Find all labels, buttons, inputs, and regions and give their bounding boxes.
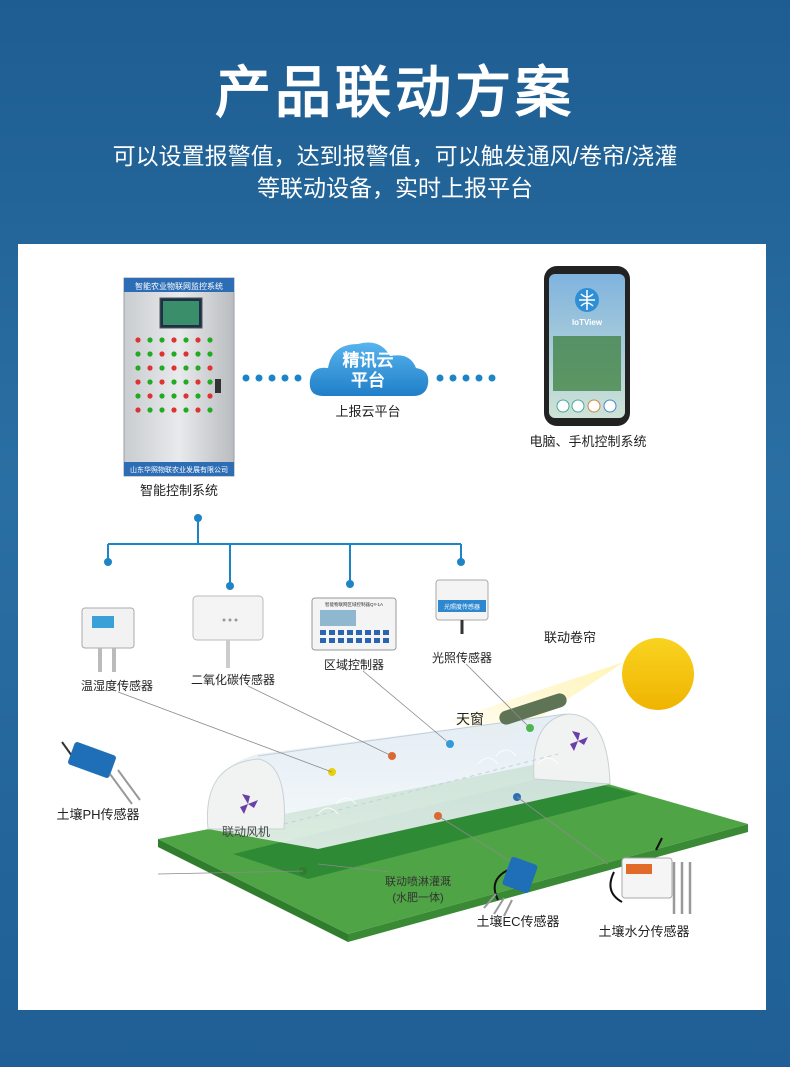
skylight-label: 天窗 [456,711,484,727]
subtitle-line-1: 可以设置报警值，达到报警值，可以触发通风/卷帘/浇灌 [112,143,678,169]
cloud-platform: 精讯云 平台 [309,342,429,396]
greenhouse-tunnel [206,713,611,849]
sprinkler-label-line-1: 联动喷淋灌溉 [385,875,451,888]
light-sensor-device-label: 光照度传感器 [444,603,480,611]
phone-caption: 电脑、手机控制系统 [529,434,646,449]
linkage-diagram: 智能农业物联网监控系统 山东华照物联农业发展有限公司 智能控制系统 精讯云 平台… [56,266,748,942]
control-cabinet: 智能农业物联网监控系统 山东华照物联农业发展有限公司 [123,277,235,477]
soil-moisture-label: 土壤水分传感器 [598,924,689,939]
soil-ph-sensor [61,741,141,805]
soil-ph-label: 土壤PH传感器 [56,807,139,822]
cabinet-bottom-text: 山东华照物联农业发展有限公司 [130,465,228,474]
bus-nodes [104,514,465,590]
smartphone: IoTView [544,266,630,426]
cloud-line-1: 精讯云 [343,350,394,370]
cloud-caption: 上报云平台 [335,404,400,419]
greenhouse-ground [158,764,748,934]
phone-app-name: IoTView [572,318,603,327]
sprinkler-label-line-2: (水肥一体) [392,890,443,904]
light-sensor-label: 光照传感器 [432,650,492,665]
fan-icon [570,731,588,751]
cabinet-top-text: 智能农业物联网监控系统 [135,281,223,291]
fan-label: 联动风机 [222,825,270,839]
sensor-bus-lines [107,516,462,584]
page-subtitle: 可以设置报警值，达到报警值，可以触发通风/卷帘/浇灌 等联动设备，实时上报平台 [60,140,730,204]
zone-controller-label: 区域控制器 [324,658,384,672]
diagram-panel: 智能农业物联网监控系统 山东华照物联农业发展有限公司 智能控制系统 精讯云 平台… [18,244,766,1010]
cabinet-indicator-lights [135,337,213,413]
roller-blind-label: 联动卷帘 [544,630,596,645]
co2-label: 二氧化碳传感器 [191,672,275,687]
phone-app-icons [556,399,617,413]
fan-icon [240,794,258,814]
roller-blind [499,693,567,725]
soil-moisture-sensor [609,837,692,914]
light-sensor: 光照度传感器 [435,579,489,634]
co2-sensor [192,595,264,668]
zone-controller: 智能物联网区域控制器QY-1A [311,597,397,651]
page-title: 产品联动方案 [215,61,575,124]
cloud-line-2: 平台 [351,370,385,390]
sun [622,638,694,710]
sprinkler-sprays [317,749,559,815]
cloud-connection-dots [242,374,496,382]
subtitle-line-2: 等联动设备，实时上报平台 [257,175,533,201]
cabinet-caption: 智能控制系统 [140,483,218,498]
temp-humidity-sensor [81,607,135,672]
soil-ec-sensor [483,856,538,917]
zone-controller-screen-text: 智能物联网区域控制器QY-1A [325,601,383,608]
temp-humidity-label: 温湿度传感器 [81,678,153,693]
soil-ec-label: 土壤EC传感器 [476,914,559,929]
